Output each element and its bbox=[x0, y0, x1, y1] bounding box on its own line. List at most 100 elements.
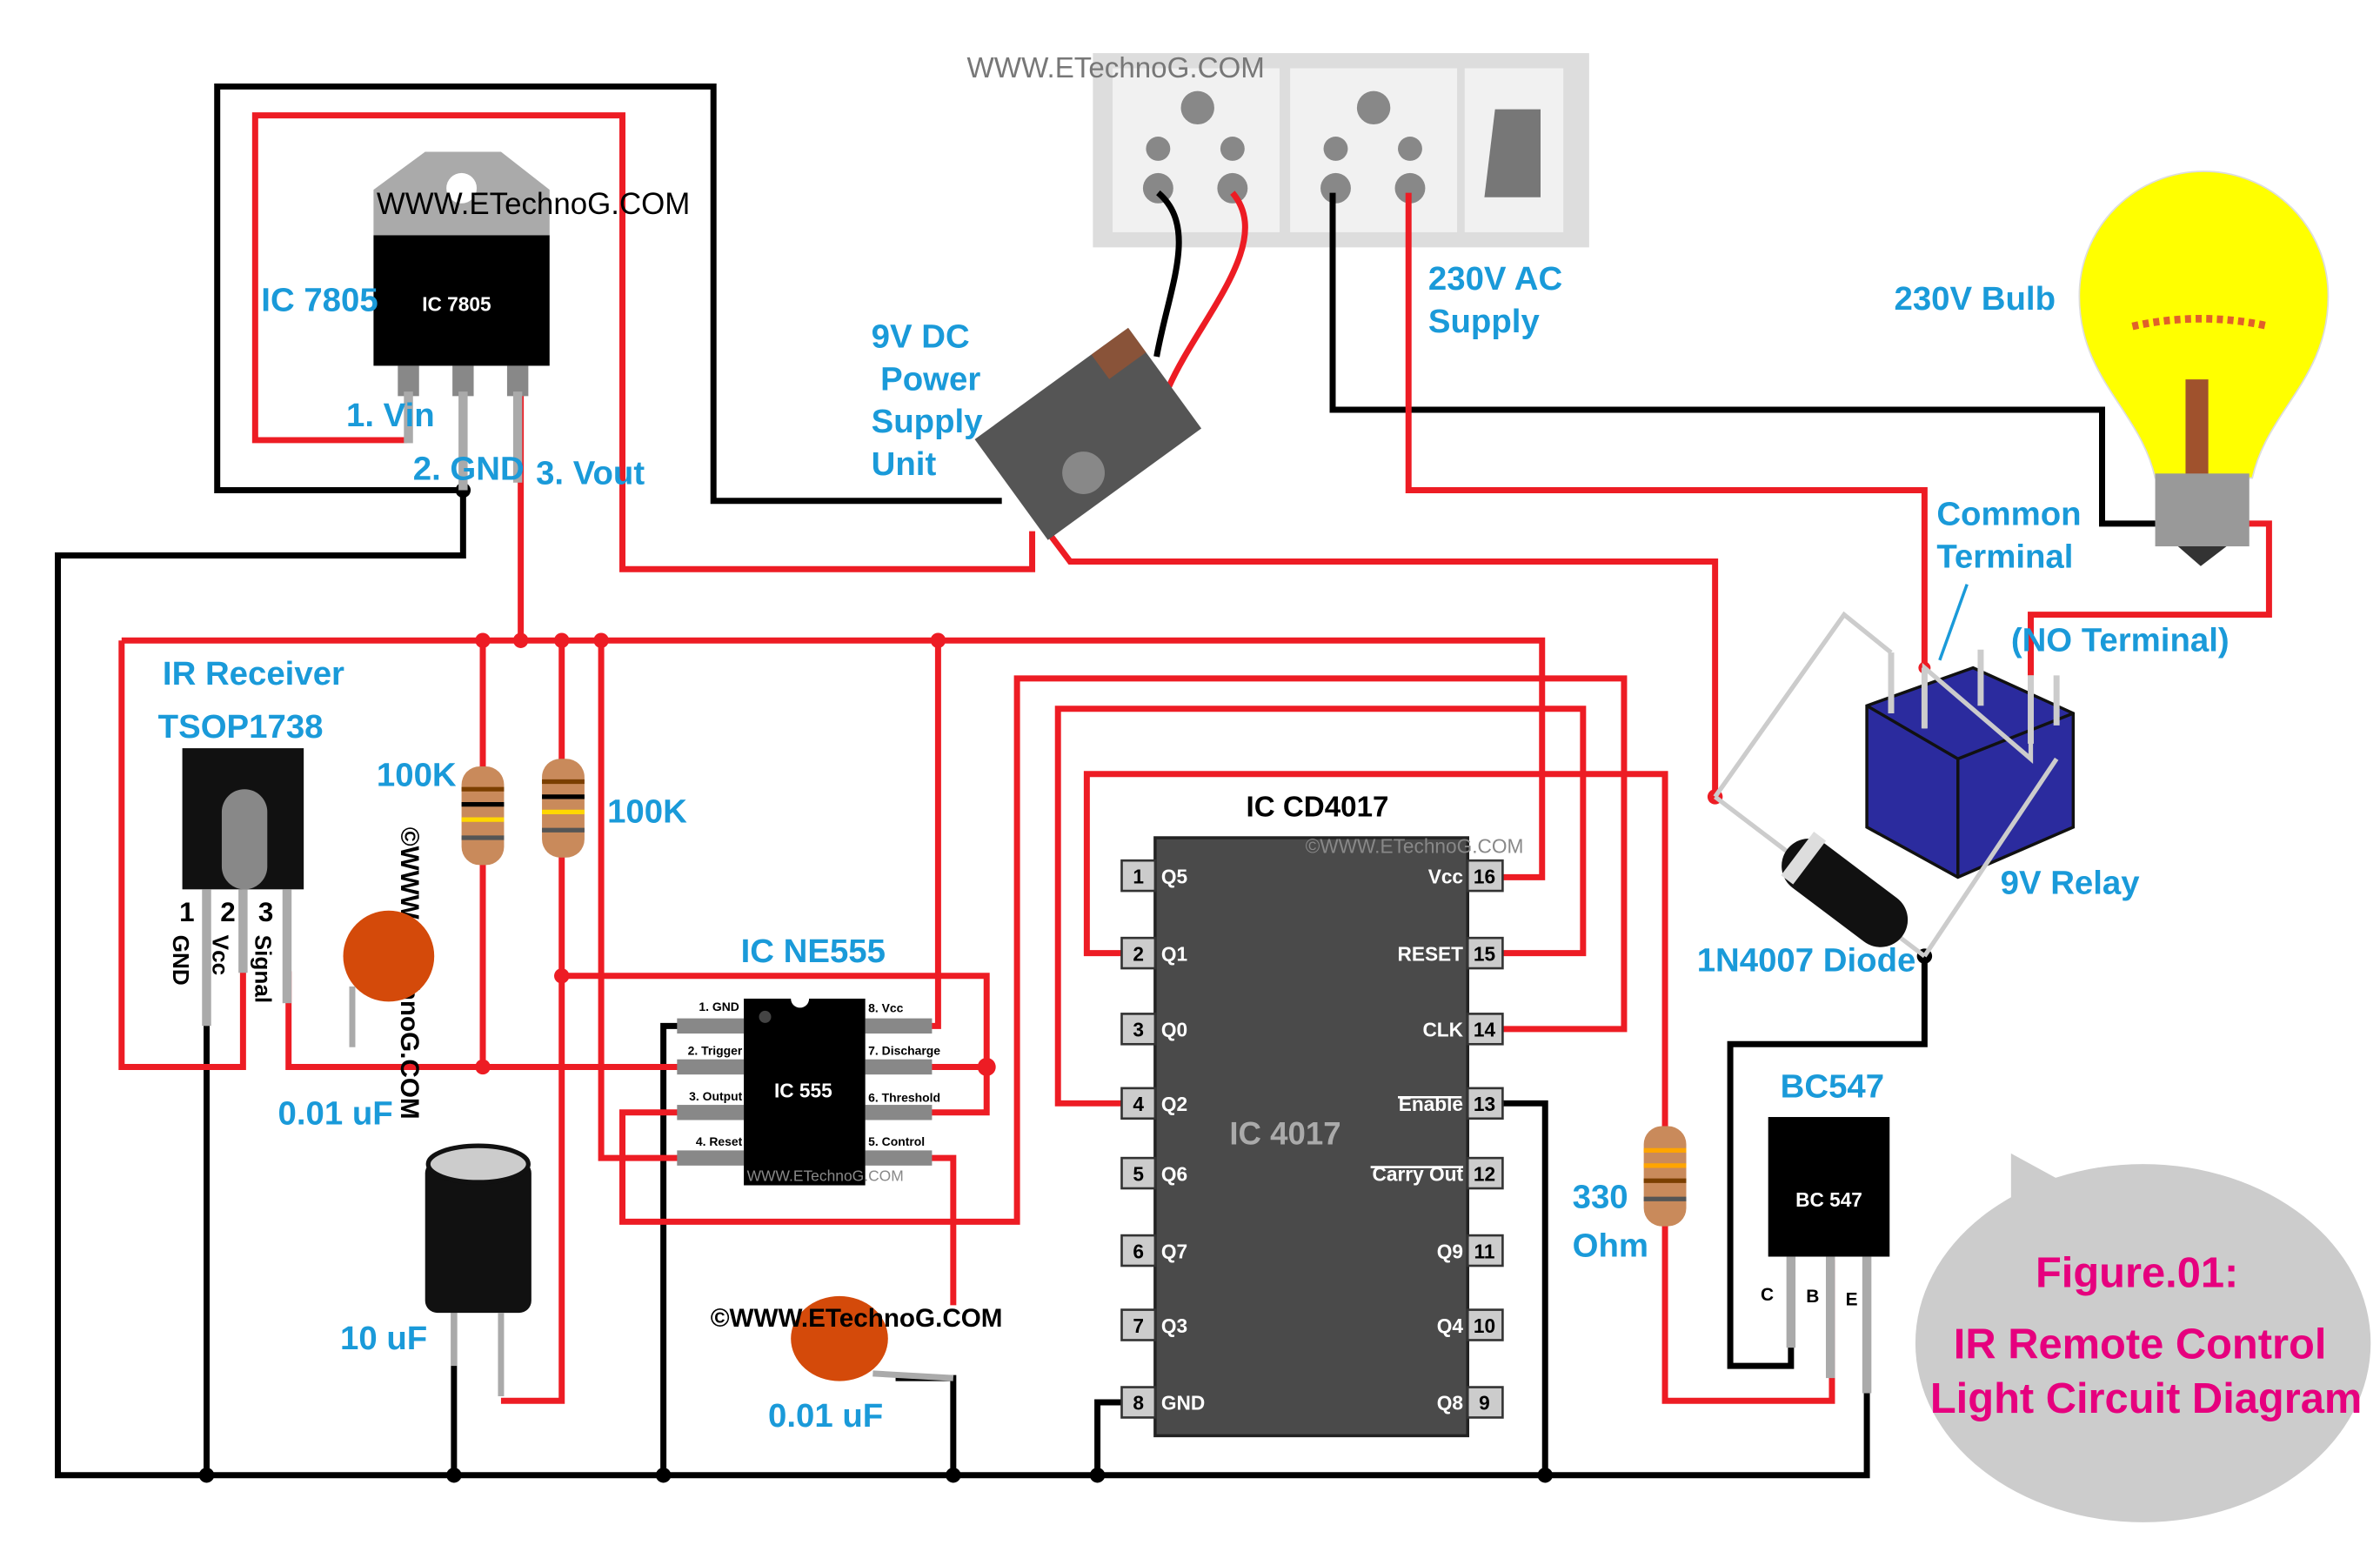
ne555-pin-label: 2. Trigger bbox=[688, 1043, 743, 1057]
cd4017-pin bbox=[1466, 1013, 1504, 1046]
cd4017-pin-number: 7 bbox=[1133, 1314, 1144, 1337]
ne555-pin-label: 3. Output bbox=[689, 1089, 743, 1103]
cd4017-pin bbox=[1466, 1308, 1504, 1341]
transistor-bc547: BC 547 bbox=[1768, 1117, 1890, 1394]
cd4017-pin-number: 10 bbox=[1474, 1314, 1495, 1337]
bulb-icon bbox=[2078, 171, 2330, 566]
cd4017-pin-name: Q8 bbox=[1437, 1392, 1463, 1415]
cd4017-pin bbox=[1466, 1234, 1504, 1267]
ne555-watermark: WWW.ETechnoG.COM bbox=[747, 1167, 904, 1184]
cd4017-pin-name: RESET bbox=[1397, 942, 1463, 965]
switch-icon bbox=[1484, 109, 1541, 197]
cd4017-pin-name: CLK bbox=[1422, 1019, 1463, 1041]
cd4017-pin-name: Q9 bbox=[1437, 1240, 1463, 1262]
adapter-label-line: Power bbox=[880, 360, 980, 398]
ne555-chip: IC 555 WWW.ETechnoG.COM bbox=[677, 989, 933, 1186]
cd4017-pin bbox=[1120, 1386, 1157, 1419]
arrow-icon bbox=[1938, 584, 1969, 661]
cd4017-pin-name: Q3 bbox=[1161, 1314, 1187, 1337]
figure-caption-bubble: Figure.01: IR Remote Control Light Circu… bbox=[1915, 1153, 2371, 1522]
cd4017-pin bbox=[1466, 1087, 1504, 1120]
regulator-watermark: WWW.ETechnoG.COM bbox=[377, 187, 690, 221]
resistor-label: 100K bbox=[377, 757, 457, 794]
cd4017-pin bbox=[1120, 859, 1157, 893]
figure-number: Figure.01: bbox=[2036, 1249, 2238, 1296]
cd4017-pin-name: Q0 bbox=[1161, 1019, 1187, 1041]
capacitor-watermark: ©WWW.ETechnoG.COM bbox=[711, 1304, 1003, 1333]
ceramic-capacitor-2 bbox=[791, 1295, 954, 1381]
resistor-label: 100K bbox=[607, 793, 687, 831]
ir-pin-number: 2 bbox=[220, 897, 235, 927]
cd4017-pin-name: Q4 bbox=[1437, 1314, 1464, 1337]
transistor-label: BC547 bbox=[1781, 1067, 1884, 1105]
cd4017-pin-number: 11 bbox=[1474, 1240, 1494, 1262]
cd4017-pin-name: Q1 bbox=[1161, 942, 1187, 965]
resistor-label: 330 bbox=[1573, 1179, 1628, 1216]
ac-supply-label: Supply bbox=[1428, 303, 1541, 340]
ne555-pin-label: 5. Control bbox=[868, 1134, 925, 1148]
ac-supply-label: 230V AC bbox=[1428, 260, 1562, 298]
ir-receiver-label: IR Receiver bbox=[163, 655, 344, 692]
ne555-pin-label: 8. Vcc bbox=[868, 1001, 904, 1015]
cd4017-pin bbox=[1120, 1013, 1157, 1046]
transistor-pin-c: C bbox=[1761, 1285, 1774, 1305]
ir-pin-number: 3 bbox=[258, 897, 273, 927]
cd4017-pin bbox=[1466, 1156, 1504, 1190]
ne555-pin-labels: 1. GND 2. Trigger 3. Output 4. Reset 8. … bbox=[688, 1000, 941, 1148]
adapter-label-line: Supply bbox=[872, 403, 984, 440]
pin-label-vout: 3. Vout bbox=[536, 455, 645, 492]
ir-pin-name: GND bbox=[168, 935, 194, 986]
ne555-body-text: IC 555 bbox=[774, 1079, 832, 1101]
cd4017-pin-name: Vcc bbox=[1428, 865, 1463, 887]
cd4017-pin bbox=[1120, 1087, 1157, 1120]
cd4017-body-text: IC 4017 bbox=[1229, 1115, 1340, 1151]
cd4017-pin-number: 2 bbox=[1133, 942, 1144, 965]
cd4017-pin bbox=[1120, 1234, 1157, 1267]
capacitor-label: 0.01 uF bbox=[768, 1397, 883, 1435]
cd4017-pin-number: 13 bbox=[1474, 1093, 1495, 1115]
wall-outlet-panel bbox=[1093, 53, 1589, 248]
cd4017-pin-name: Q2 bbox=[1161, 1093, 1187, 1115]
capacitor-label: 0.01 uF bbox=[277, 1095, 392, 1133]
ne555-pin-label: 4. Reset bbox=[696, 1134, 743, 1148]
no-terminal-label: (NO Terminal) bbox=[2011, 621, 2230, 659]
diode-icon bbox=[1714, 794, 1926, 959]
transistor-body-text: BC 547 bbox=[1795, 1188, 1862, 1211]
ne555-pin-label: 6. Threshold bbox=[868, 1091, 940, 1105]
cd4017-pin-number: 1 bbox=[1133, 865, 1144, 887]
ne555-title: IC NE555 bbox=[741, 933, 886, 970]
ground-wires bbox=[55, 83, 2156, 1479]
cd4017-pin-name: Q6 bbox=[1161, 1162, 1187, 1185]
ne555-pin-label: 7. Discharge bbox=[868, 1043, 940, 1057]
cd4017-pin-name: Carry Out bbox=[1373, 1162, 1464, 1185]
ir-pin-number: 1 bbox=[179, 897, 194, 927]
voltage-regulator-7805: IC 7805 bbox=[373, 151, 550, 491]
ir-pin-name: Vcc bbox=[207, 935, 233, 976]
junction-dots bbox=[198, 482, 1933, 1483]
capacitor-label: 10 uF bbox=[340, 1320, 427, 1357]
cd4017-title: IC CD4017 bbox=[1247, 792, 1389, 824]
cd4017-pin-name: GND bbox=[1161, 1392, 1205, 1415]
cd4017-pin bbox=[1120, 1156, 1157, 1190]
cd4017-pin bbox=[1466, 936, 1504, 970]
cd4017-pin-number: 4 bbox=[1133, 1093, 1144, 1115]
cd4017-pin-number: 3 bbox=[1133, 1019, 1144, 1041]
cd4017-pin bbox=[1120, 936, 1157, 970]
cd4017-pin-name: Q5 bbox=[1161, 865, 1187, 887]
electrolytic-capacitor bbox=[425, 1143, 531, 1397]
cd4017-pin-number: 12 bbox=[1474, 1162, 1495, 1185]
pin-label-gnd: 2. GND bbox=[413, 450, 525, 487]
common-terminal-label: Common bbox=[1936, 496, 2081, 533]
relay-label: 9V Relay bbox=[2001, 865, 2141, 902]
watermark-top: WWW.ETechnoG.COM bbox=[967, 52, 1265, 84]
cd4017-pin-number: 15 bbox=[1474, 942, 1495, 965]
dc-adapter bbox=[974, 327, 1202, 540]
diode-label: 1N4007 Diode bbox=[1697, 942, 1916, 980]
ir-pin-name: Signal bbox=[250, 935, 276, 1003]
regulator-body-text: IC 7805 bbox=[422, 293, 491, 316]
ir-receiver-icon bbox=[182, 748, 304, 1027]
relay-icon bbox=[1713, 611, 2076, 958]
cd4017-watermark: ©WWW.ETechnoG.COM bbox=[1306, 834, 1524, 857]
